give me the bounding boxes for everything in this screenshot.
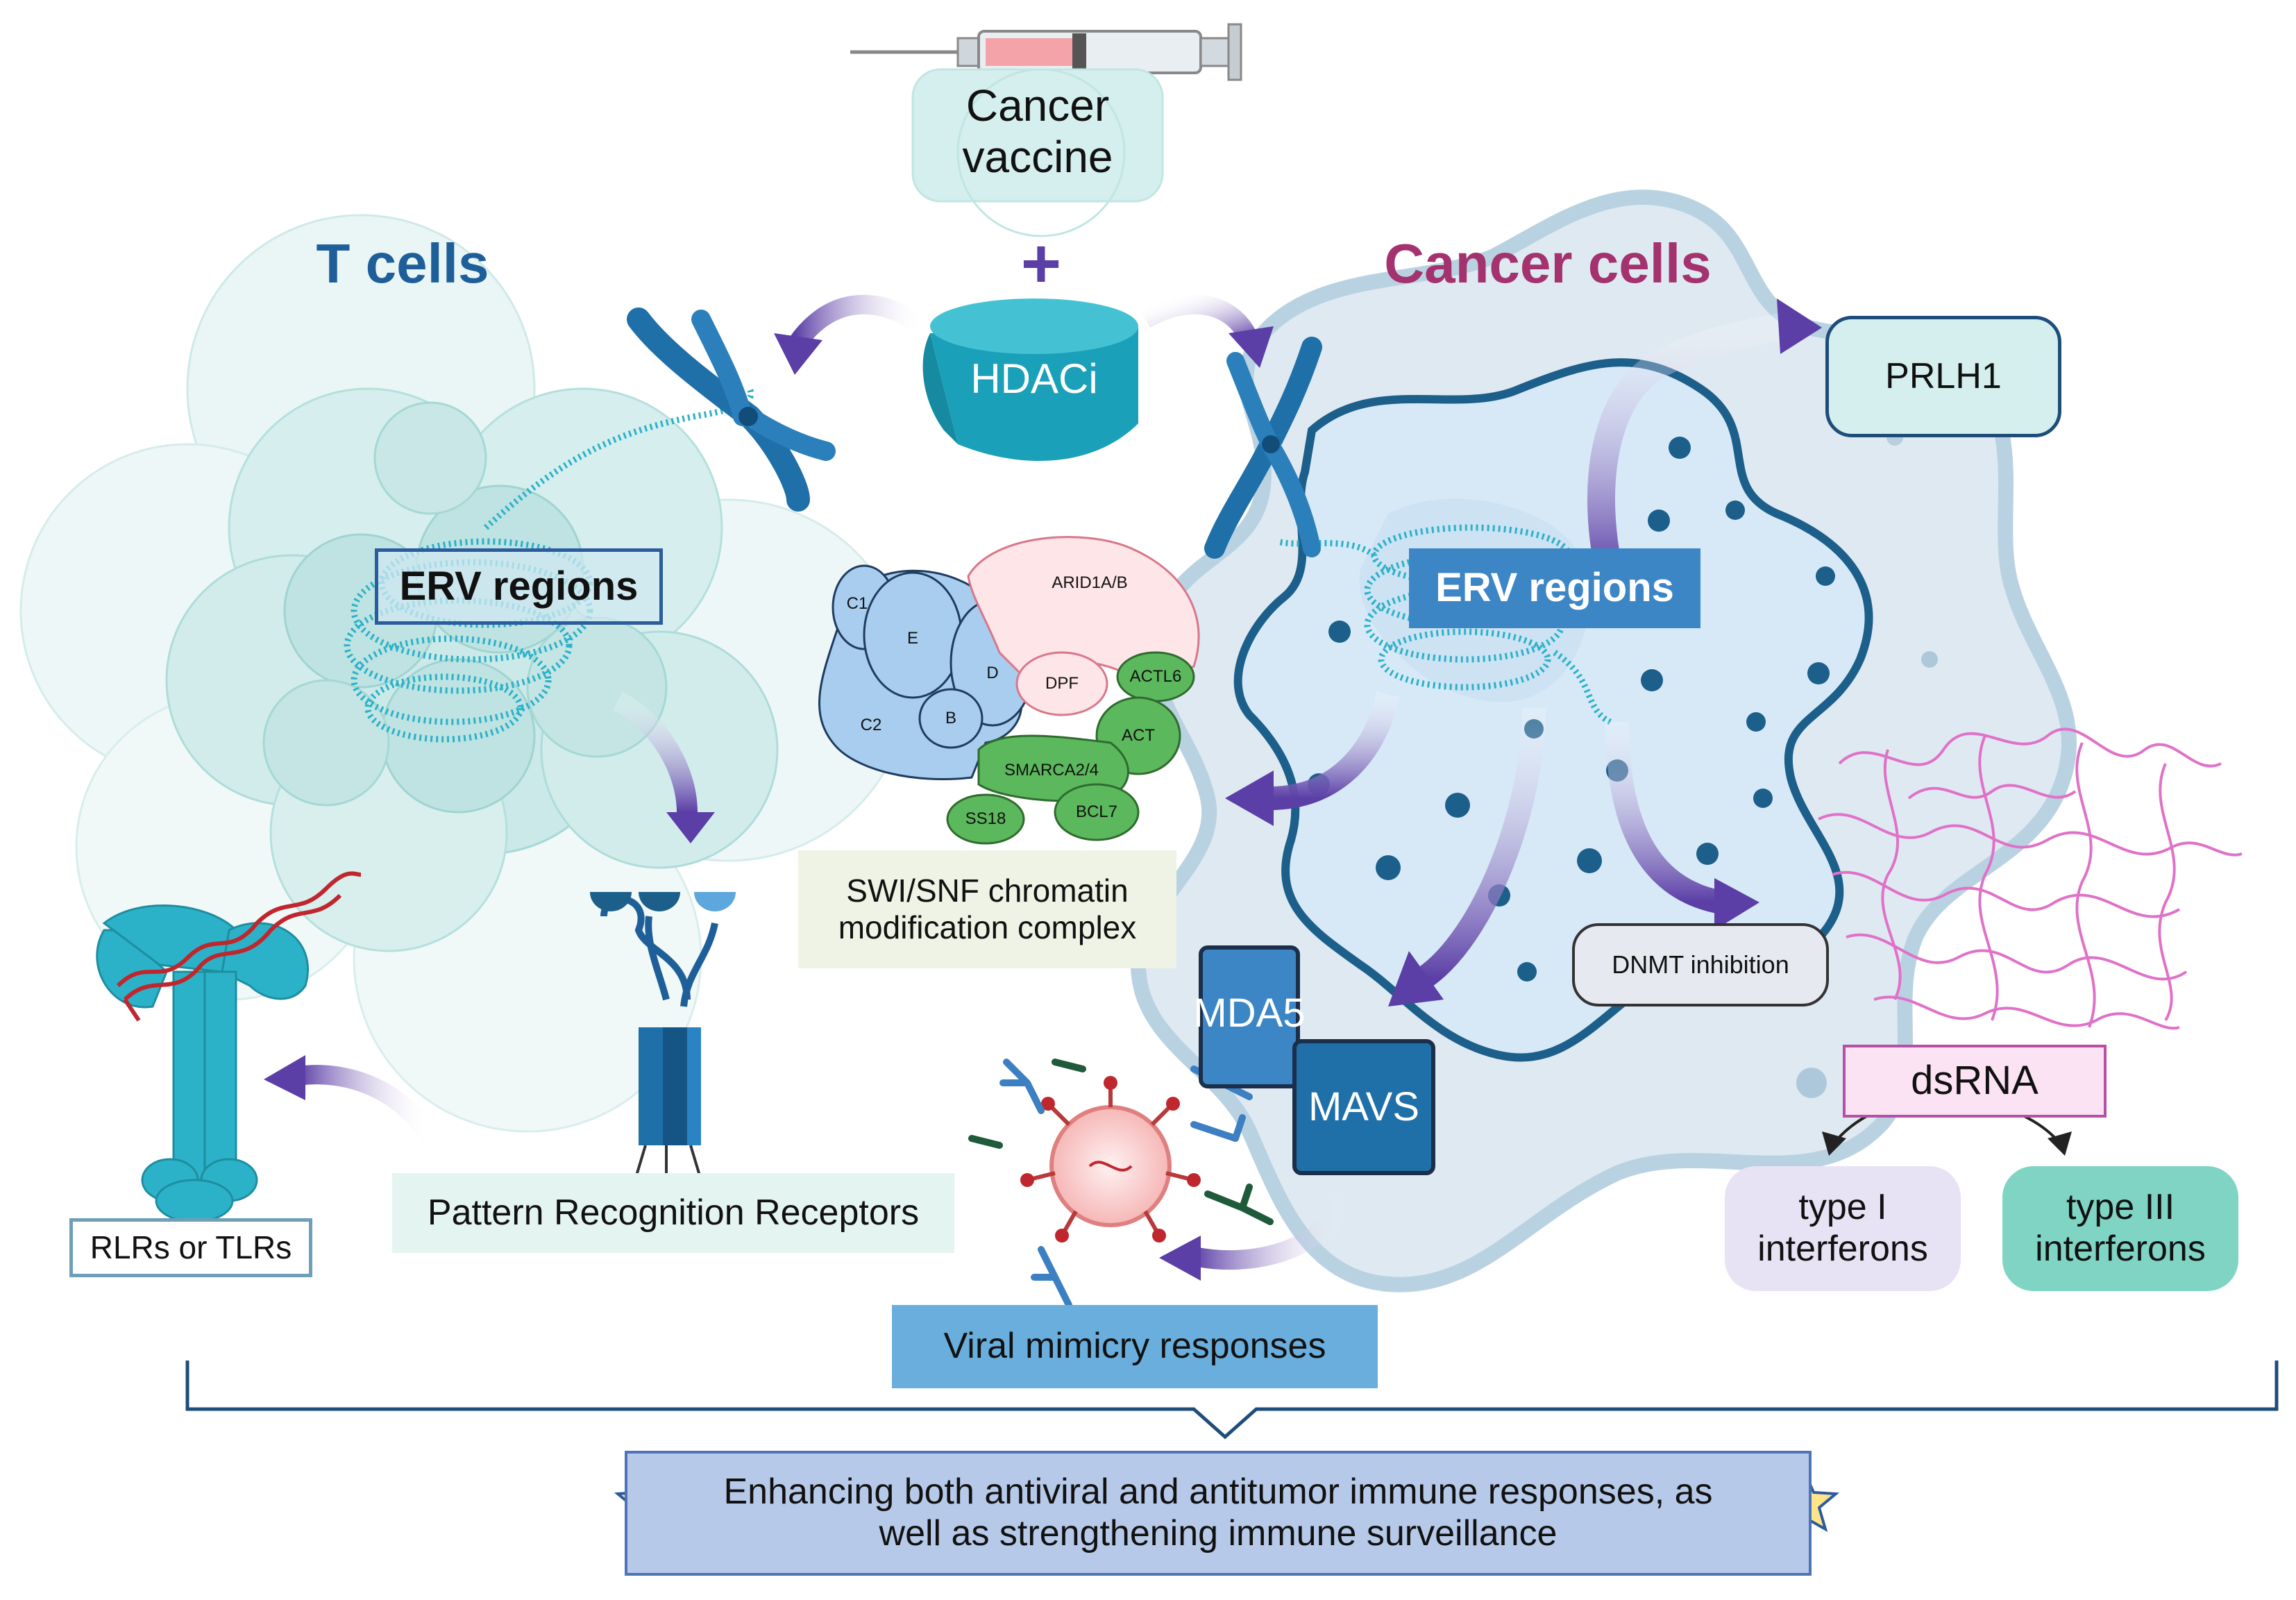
swisnf-complex xyxy=(818,536,1200,845)
subunit-bcl7: BCL7 xyxy=(1075,802,1118,822)
t-cell-cluster xyxy=(19,214,911,1133)
subunit-c1: C1 xyxy=(846,594,868,614)
swisnf-caption: SWI/SNF chromatin modification complex xyxy=(838,873,1137,945)
dsrna-tangle-icon xyxy=(1818,727,2243,1030)
pattern-recognition-receptors-label: Pattern Recognition Receptors xyxy=(392,1173,954,1253)
hdaci-label: HDACi xyxy=(970,355,1098,402)
subunit-arid1a-b: ARID1A/B xyxy=(1052,573,1128,593)
chromosome-right-icon xyxy=(1204,337,1322,559)
syringe-icon xyxy=(850,23,1242,81)
type-i-interferons-box: type I interferons xyxy=(1725,1166,1961,1291)
erv-regions-label-cancer: ERV regions xyxy=(1409,548,1700,628)
subunit-ss18: SS18 xyxy=(965,809,1006,829)
curved-arrows xyxy=(264,294,1822,1281)
subunit-e: E xyxy=(906,629,918,648)
swisnf-caption-box xyxy=(798,850,1176,968)
mavs-label: MAVS xyxy=(1308,1084,1420,1129)
mavs-box xyxy=(1292,1039,1435,1175)
type-iii-interferons-box: type III interferons xyxy=(2002,1166,2238,1291)
subunit-act: ACT xyxy=(1122,726,1155,746)
cancer-vaccine-label: Cancer vaccine xyxy=(962,81,1113,182)
chromosome-left-icon xyxy=(627,308,836,512)
dsrna-label: dsRNA xyxy=(1843,1045,2107,1118)
rlrs-or-tlrs-label: RLRs or TLRs xyxy=(69,1218,312,1277)
subunit-b: B xyxy=(945,709,956,728)
plus-sign: + xyxy=(1020,224,1062,303)
subunit-d: D xyxy=(986,664,999,683)
hdaci-capsule-icon xyxy=(922,298,1138,461)
summary-bracket xyxy=(185,1361,2279,1440)
cancer-cells-title: Cancer cells xyxy=(1384,233,1712,294)
dnmt-inhibition-label: DNMT inhibition xyxy=(1572,923,1829,1007)
prr-receptor-icon xyxy=(590,892,736,1181)
viral-mimicry-responses-label: Viral mimicry responses xyxy=(892,1305,1378,1388)
cancer-cell xyxy=(1130,190,2077,1292)
prlh1-box: PRLH1 xyxy=(1825,316,2061,437)
subunit-smarca2-4: SMARCA2/4 xyxy=(1004,761,1099,780)
mda5-box xyxy=(1199,945,1300,1088)
conclusion-box: Enhancing both antiviral and antitumor i… xyxy=(625,1451,1812,1576)
subunit-c2: C2 xyxy=(860,716,882,735)
mda5-label: MDA5 xyxy=(1193,990,1306,1036)
t-cells-title: T cells xyxy=(316,233,489,294)
subunit-dpf: DPF xyxy=(1045,674,1079,693)
subunit-actl6: ACTL6 xyxy=(1129,667,1182,687)
erv-regions-label-tcell: ERV regions xyxy=(375,548,663,625)
virus-icon xyxy=(1020,1076,1201,1243)
viral-rna-icon xyxy=(116,871,362,1022)
rlr-tlr-receptor-icon xyxy=(96,904,309,1223)
